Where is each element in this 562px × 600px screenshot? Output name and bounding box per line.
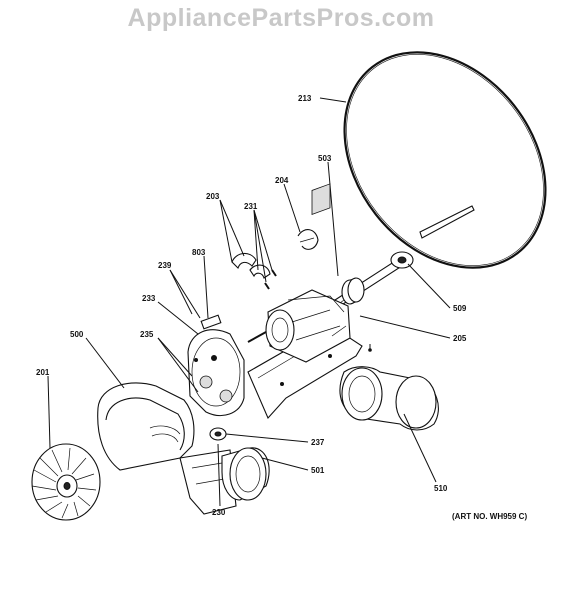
blower-housing[interactable] (97, 382, 237, 515)
callout-503: 503 (318, 154, 332, 163)
drum-belt[interactable] (303, 13, 562, 307)
callout-205: 205 (453, 334, 467, 343)
exhaust-duct[interactable] (221, 447, 270, 501)
leader-lines (47, 97, 451, 507)
idler-pulley[interactable] (390, 251, 414, 269)
callout-231: 231 (244, 202, 258, 211)
wire-clip[interactable] (297, 229, 319, 250)
callout-803: 803 (192, 248, 206, 257)
callout-230: 230 (212, 508, 226, 517)
motor-shaft (419, 205, 475, 239)
callout-204: 204 (275, 176, 289, 185)
exhaust-hose[interactable] (339, 366, 439, 431)
callout-500: 500 (70, 330, 84, 339)
callout-201: 201 (36, 368, 50, 377)
callout-235: 235 (140, 330, 154, 339)
blower-wheel[interactable] (31, 443, 101, 521)
callout-237: 237 (311, 438, 325, 447)
art-number: (ART NO. WH959 C) (452, 512, 528, 521)
blower-housing-back[interactable] (187, 329, 245, 416)
callout-510: 510 (434, 484, 448, 493)
thermal-fuse[interactable] (200, 314, 222, 330)
watermark-text: AppliancePartsPros.com (127, 4, 435, 32)
callout-labels: 213 503 204 203 231 803 239 233 509 205 … (36, 94, 467, 517)
callout-233: 233 (142, 294, 156, 303)
drive-motor[interactable] (265, 183, 351, 363)
motor-pulley[interactable] (341, 277, 365, 305)
callout-213: 213 (298, 94, 312, 103)
callout-203: 203 (206, 192, 220, 201)
callout-239: 239 (158, 261, 172, 270)
clamp-screws[interactable] (264, 269, 277, 290)
motor-front-shaft (247, 331, 267, 343)
hose-screw (368, 344, 372, 352)
callout-501: 501 (311, 466, 325, 475)
callout-509: 509 (453, 304, 467, 313)
duct-seal[interactable] (209, 427, 227, 441)
